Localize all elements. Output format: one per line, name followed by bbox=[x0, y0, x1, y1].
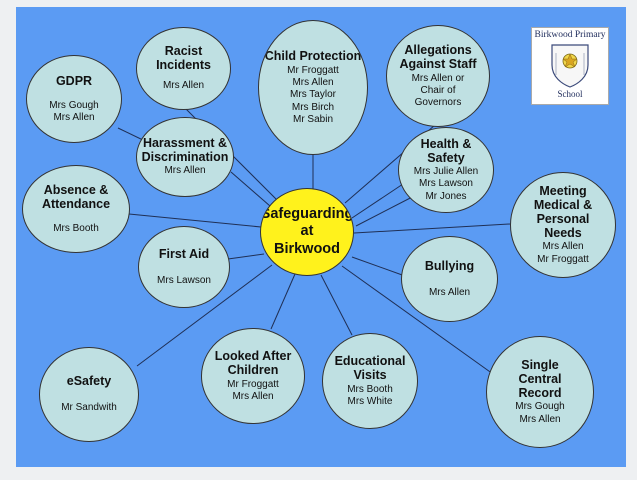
node-title-line: Incidents bbox=[156, 58, 211, 73]
node-title-line: Personal bbox=[536, 212, 590, 227]
node-title-line: Safety bbox=[427, 151, 465, 166]
node-title-line: GDPR bbox=[55, 73, 93, 88]
node-person: Mrs Allen bbox=[232, 391, 274, 402]
node-first-aid: First Aid Mrs Lawson bbox=[138, 226, 230, 308]
node-absence-attendance: Absence &Attendance Mrs Booth bbox=[22, 165, 130, 253]
node-person: Mrs Gough bbox=[515, 401, 565, 413]
node-title-line: Discrimination bbox=[141, 150, 229, 165]
node-person: Mrs Allen or bbox=[411, 72, 465, 84]
node-single-central-record: Single Central Record Mrs Gough Mrs Alle… bbox=[486, 336, 594, 448]
node-title-line: Visits bbox=[353, 367, 387, 382]
node-person: Mrs Lawson bbox=[157, 274, 211, 286]
node-person: Mr Froggatt bbox=[537, 253, 589, 265]
node-health-safety: Health &Safety Mrs Julie Allen Mrs Lawso… bbox=[398, 127, 494, 213]
node-person: Mrs Birch bbox=[291, 101, 335, 113]
node-title-line: Children bbox=[227, 362, 279, 377]
node-title-line: Single bbox=[521, 358, 559, 373]
node-title-line: Harassment & bbox=[142, 136, 228, 151]
center-title-line: at bbox=[300, 223, 314, 240]
node-title-line: Child Protection bbox=[264, 49, 362, 64]
node-title-line: Against Staff bbox=[399, 56, 477, 71]
node-person: Mrs Allen bbox=[519, 413, 561, 425]
node-title-line: Medical & bbox=[533, 198, 593, 213]
node-title-line: Bullying bbox=[424, 258, 475, 273]
node-person: Mr Froggatt bbox=[227, 378, 279, 390]
center-title-line: Safeguarding bbox=[260, 206, 354, 223]
node-title-line: First Aid bbox=[158, 246, 210, 261]
logo-school-label: School bbox=[557, 89, 583, 99]
node-title-line: Looked After bbox=[214, 348, 292, 363]
node-person: Mrs White bbox=[347, 396, 393, 407]
node-title-line: Health & bbox=[420, 137, 472, 152]
node-person: Mrs Allen bbox=[428, 286, 471, 298]
node-title-line: Attendance bbox=[41, 196, 111, 211]
node-person: Mrs Booth bbox=[53, 222, 99, 234]
node-person: Mr Sabin bbox=[292, 113, 333, 125]
node-title-line: Allegations bbox=[404, 42, 472, 57]
node-title-line: Meeting bbox=[539, 184, 587, 199]
node-person: Mrs Allen bbox=[53, 112, 95, 123]
node-title-line: Absence & bbox=[43, 182, 109, 197]
node-person: Mrs Gough bbox=[49, 99, 99, 111]
node-person: Mrs Julie Allen bbox=[413, 166, 479, 178]
node-title-line: Educational bbox=[334, 353, 406, 368]
node-medical-personal-needs: Meeting Medical & Personal Needs Mrs All… bbox=[510, 172, 616, 278]
node-esafety: eSafety Mr Sandwith bbox=[39, 347, 139, 442]
node-gdpr: GDPR Mrs Gough Mrs Allen bbox=[26, 55, 122, 143]
node-title-line: Central bbox=[518, 372, 562, 387]
center-safeguarding: Safeguarding at Birkwood bbox=[260, 188, 354, 276]
node-title-line: eSafety bbox=[66, 374, 112, 389]
node-person: Mr Jones bbox=[425, 190, 467, 202]
node-person: Mrs Allen bbox=[162, 80, 205, 92]
node-harassment-discrimination: Harassment &Discrimination Mrs Allen bbox=[136, 117, 234, 197]
school-crest-icon bbox=[551, 44, 589, 88]
node-person: Mr Froggatt bbox=[287, 65, 339, 77]
node-person: Mrs Booth bbox=[347, 383, 393, 395]
node-person: Mrs Lawson bbox=[419, 178, 473, 190]
node-child-protection: Child Protection Mr Froggatt Mrs Allen M… bbox=[258, 20, 368, 155]
node-person: Chair of bbox=[420, 84, 456, 96]
node-person: Mrs Allen bbox=[542, 241, 584, 253]
node-bullying: Bullying Mrs Allen bbox=[401, 236, 498, 322]
node-person: Mrs Allen bbox=[292, 77, 334, 89]
center-title-line: Birkwood bbox=[273, 240, 341, 257]
node-person: Governors bbox=[414, 97, 462, 109]
node-person: Mr Sandwith bbox=[61, 402, 117, 414]
logo-school-name: Birkwood Primary bbox=[534, 30, 606, 40]
node-person: Mrs Allen bbox=[164, 165, 206, 177]
school-logo: Birkwood Primary School bbox=[531, 27, 609, 105]
node-person: Mrs Taylor bbox=[290, 89, 336, 101]
node-title-line: Record bbox=[518, 386, 562, 401]
node-title-line: Racist bbox=[164, 44, 203, 59]
node-title-line: Needs bbox=[544, 226, 582, 241]
